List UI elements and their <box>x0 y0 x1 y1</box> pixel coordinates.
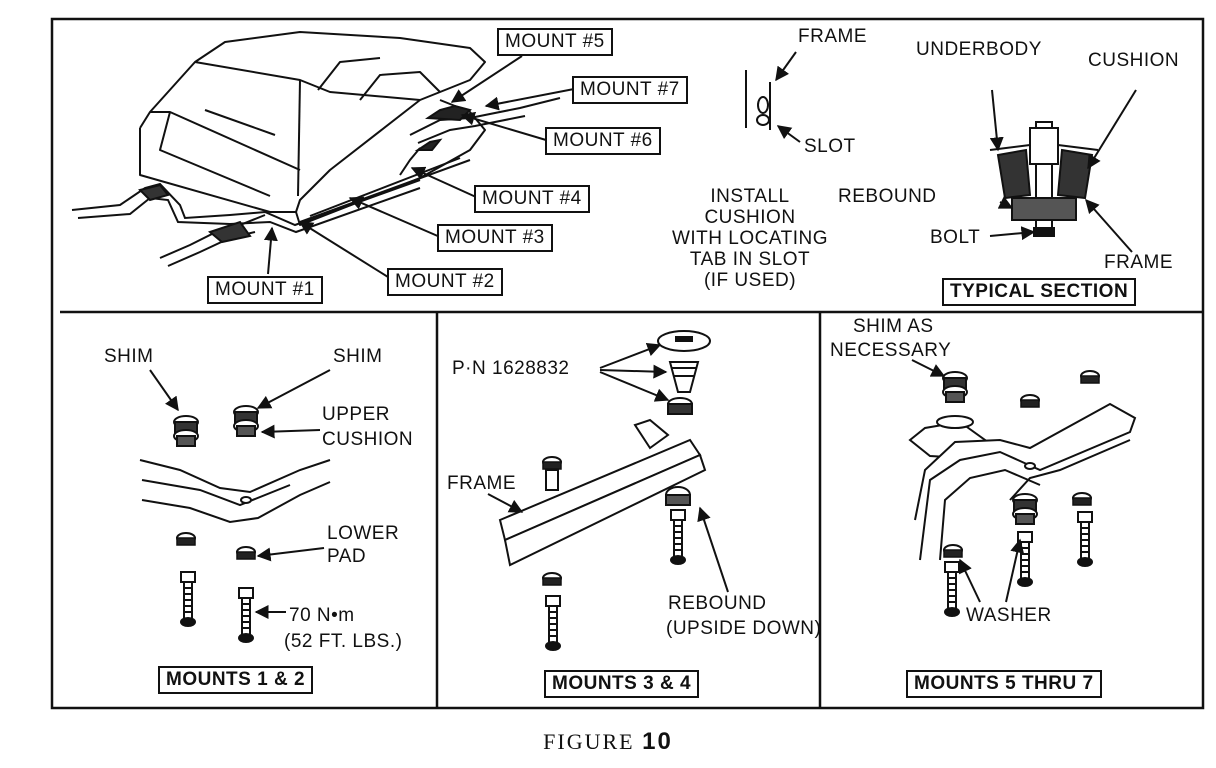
mount-1-label: MOUNT #1 <box>207 276 323 304</box>
mounts-1-2-title: MOUNTS 1 & 2 <box>158 666 314 694</box>
mount-leaders <box>263 55 575 278</box>
install-note-line: CUSHION <box>704 207 796 228</box>
shim-right-label: SHIM <box>333 346 383 367</box>
mount-2-label: MOUNT #2 <box>387 268 503 296</box>
mount-3-label: MOUNT #3 <box>437 224 553 252</box>
rebound-label-line1: REBOUND <box>668 593 767 614</box>
figure-caption-word: FIGURE <box>543 729 635 754</box>
mounts-3-4-title: MOUNTS 3 & 4 <box>544 670 700 698</box>
install-note-line: INSTALL <box>710 186 790 207</box>
typical-section-drawing <box>989 89 1137 253</box>
upper-cushion-label-line1: UPPER <box>322 404 390 425</box>
outer-border <box>50 17 1205 710</box>
install-note-line: WITH LOCATING <box>671 228 829 249</box>
rebound-label: REBOUND <box>838 186 937 207</box>
lower-pad-label-line2: PAD <box>327 546 367 567</box>
mounts-5-7-title: MOUNTS 5 THRU 7 <box>906 670 1102 698</box>
figure-caption-number: 10 <box>642 728 673 755</box>
slot-label: SLOT <box>804 136 856 157</box>
underbody-label: UNDERBODY <box>916 39 1042 60</box>
figure-caption: FIGURE 10 <box>0 728 1216 756</box>
frame-drawing <box>71 97 561 267</box>
slot-detail-drawing <box>745 51 801 143</box>
mount-7-label: MOUNT #7 <box>572 76 688 104</box>
mounts-5-7-drawing <box>908 359 1137 617</box>
bolt-label: BOLT <box>930 227 981 248</box>
mount-6-label: MOUNT #6 <box>545 127 661 155</box>
frame-label: FRAME <box>447 473 516 494</box>
mount-5-label: MOUNT #5 <box>497 28 613 56</box>
upper-cushion-label-line2: CUSHION <box>322 429 414 450</box>
mount-4-label: MOUNT #4 <box>474 185 590 213</box>
mounts-3-4-drawing <box>487 330 729 651</box>
shim-left-label: SHIM <box>104 346 154 367</box>
shim-as-necessary-label-line1: SHIM AS <box>853 316 934 337</box>
part-number-label: P·N 1628832 <box>452 358 570 379</box>
torque-label-line1: 70 N•m <box>289 605 355 626</box>
install-note-line: (IF USED) <box>703 270 797 291</box>
mounts-1-2-drawing <box>139 369 331 643</box>
washer-label: WASHER <box>966 605 1052 626</box>
slot-frame-label: FRAME <box>798 26 867 47</box>
install-note: INSTALL CUSHION WITH LOCATING TAB IN SLO… <box>640 186 860 291</box>
install-note-line: TAB IN SLOT <box>689 249 811 270</box>
cushion-label: CUSHION <box>1088 50 1180 71</box>
lower-pad-label-line1: LOWER <box>327 523 400 544</box>
rebound-label-line2: (UPSIDE DOWN) <box>666 618 822 639</box>
shim-as-necessary-label-line2: NECESSARY <box>830 340 952 361</box>
vehicle-body-drawing <box>139 31 486 226</box>
torque-label-line2: (52 FT. LBS.) <box>284 631 403 652</box>
typical-section-title: TYPICAL SECTION <box>942 278 1137 306</box>
section-frame-label: FRAME <box>1104 252 1173 273</box>
